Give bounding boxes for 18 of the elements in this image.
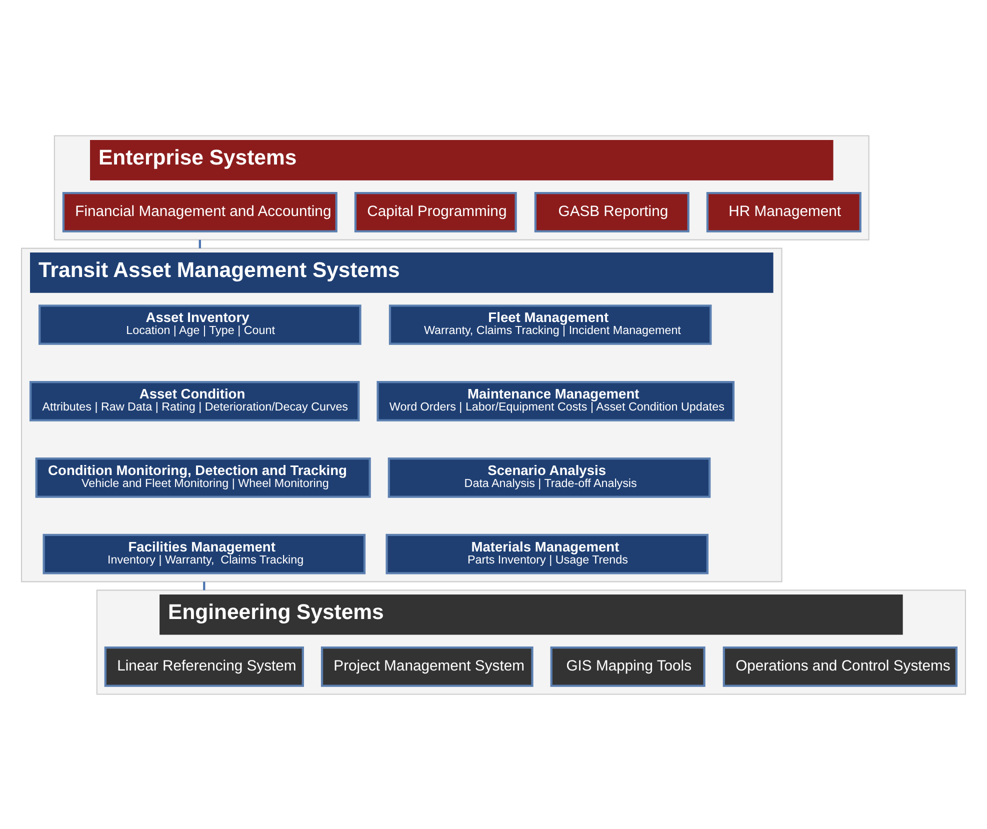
node-box: Facilities Management Inventory | Warranty, Claims Tracking (42, 533, 366, 574)
node-box: Linear Referencing System (104, 646, 304, 686)
node-box: Asset Inventory Location | Age | Type | Count (38, 304, 362, 344)
node-box: Materials Management Parts Inventory | Usage Trends (386, 533, 709, 574)
node-box: Maintenance Management Word Orders | Labor/Equipment Costs | Asset Condition Updates (376, 380, 735, 421)
node-box: Project Management System (320, 646, 534, 686)
node-box: GIS Mapping Tools (550, 646, 706, 686)
node-box: Fleet Management Warranty, Claims Tracking | Incident Management (388, 304, 712, 344)
node-box: Scenario Analysis Data Analysis | Trade-off Analysis (388, 456, 711, 498)
node-box: HR Management (706, 192, 862, 232)
node-box: GASB Reporting (534, 192, 690, 232)
node-box: Asset Condition Attributes | Raw Data | Rating | Deterioration/Decay Curves (29, 380, 360, 421)
connector (203, 581, 206, 590)
node-box: Capital Programming (354, 192, 517, 232)
node-box: Operations and Control Systems (722, 646, 958, 686)
node-box: Financial Management and Accounting (62, 192, 338, 232)
node-box: Condition Monitoring, Detection and Tracking Vehicle and Fleet Monitoring | Wheel Monitoring (35, 456, 371, 498)
connector (198, 239, 201, 248)
